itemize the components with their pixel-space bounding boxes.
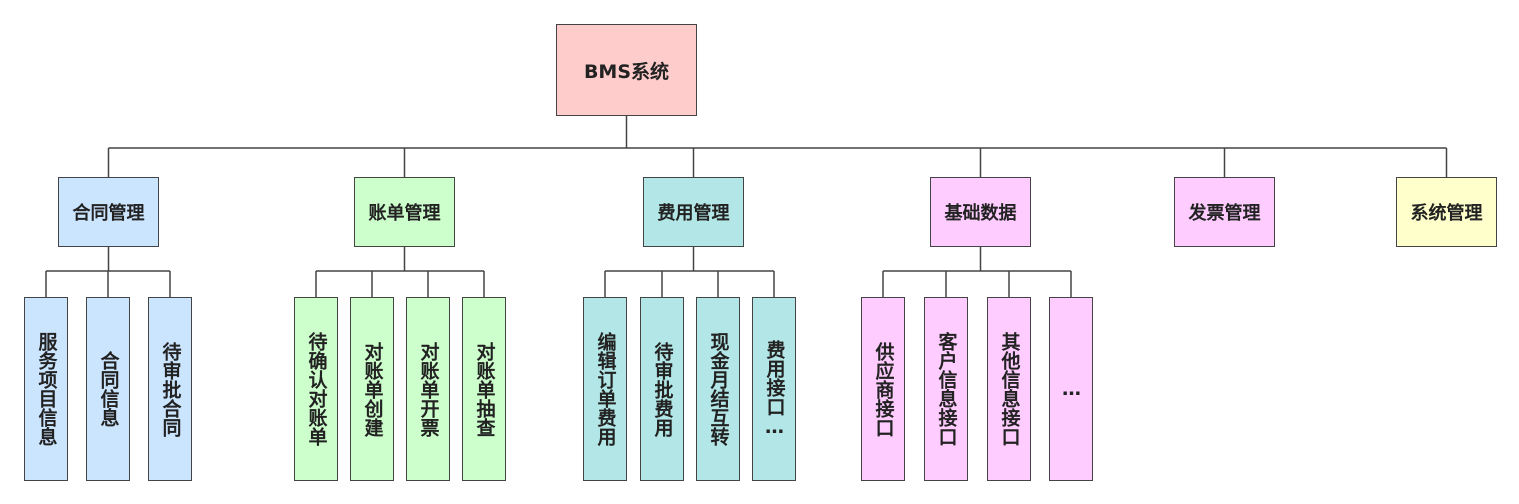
leaf-more-ellipsis[interactable]: … <box>1049 297 1093 481</box>
leaf-contract-info[interactable]: 合同信息 <box>86 297 130 481</box>
leaf-other-info-interface[interactable]: 其他信息接口 <box>987 297 1031 481</box>
category-expense-management[interactable]: 费用管理 <box>643 177 744 247</box>
category-contract-management[interactable]: 合同管理 <box>58 177 159 247</box>
root-node-bms-system[interactable]: BMS系统 <box>556 24 697 116</box>
leaf-statement-create[interactable]: 对账单创建 <box>350 297 394 481</box>
category-basic-data[interactable]: 基础数据 <box>930 177 1031 247</box>
leaf-statement-audit[interactable]: 对账单抽查 <box>462 297 506 481</box>
category-system-management[interactable]: 系统管理 <box>1396 177 1497 247</box>
category-bill-management[interactable]: 账单管理 <box>354 177 455 247</box>
leaf-statement-invoice[interactable]: 对账单开票 <box>406 297 450 481</box>
leaf-cash-monthly-transfer[interactable]: 现金月结互转 <box>696 297 740 481</box>
leaf-service-item-info[interactable]: 服务项目信息 <box>24 297 68 481</box>
leaf-customer-info-interface[interactable]: 客户信息接口 <box>924 297 968 481</box>
leaf-pending-statement[interactable]: 待确认对账单 <box>294 297 338 481</box>
leaf-pending-expense[interactable]: 待审批费用 <box>640 297 684 481</box>
leaf-pending-contract[interactable]: 待审批合同 <box>148 297 192 481</box>
leaf-supplier-interface[interactable]: 供应商接口 <box>861 297 905 481</box>
leaf-edit-order-expense[interactable]: 编辑订单费用 <box>583 297 627 481</box>
leaf-expense-interface[interactable]: 费用接口… <box>752 297 796 481</box>
category-invoice-management[interactable]: 发票管理 <box>1174 177 1275 247</box>
